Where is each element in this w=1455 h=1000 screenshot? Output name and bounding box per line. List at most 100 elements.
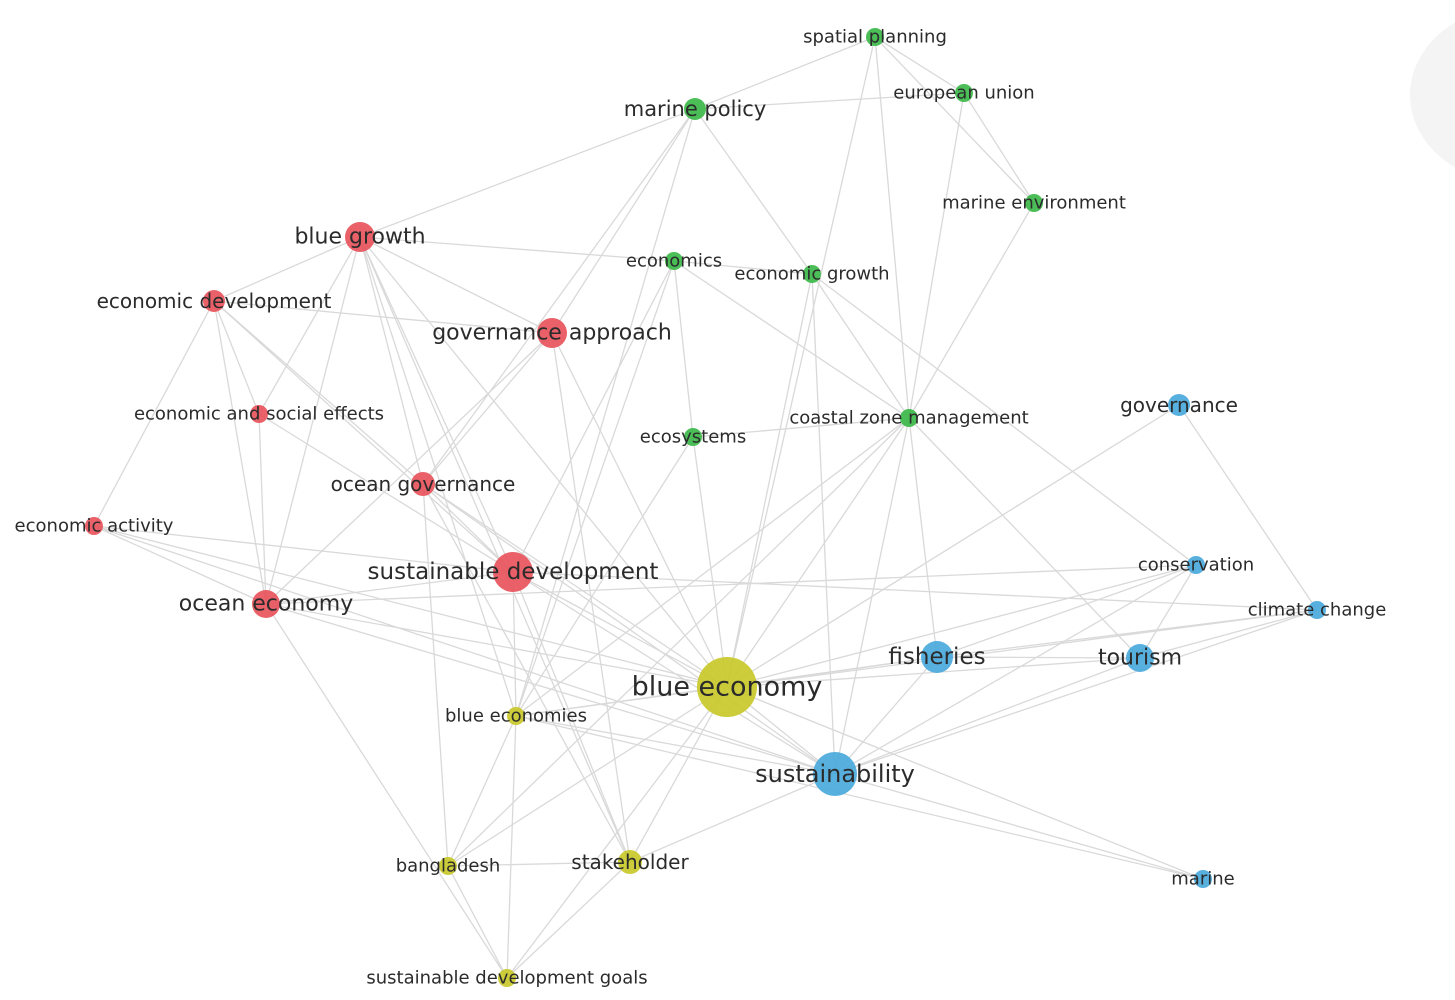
edge-marine_policy-blue_economies [515, 108, 696, 717]
edge-spatial_planning-coastal_zone_management [874, 36, 910, 419]
node-economic-development[interactable] [203, 290, 225, 312]
edge-sustainable_development-ocean_economy [265, 571, 514, 605]
node-spatial-planning[interactable] [866, 28, 884, 46]
node-economics[interactable] [665, 252, 683, 270]
node-label-marine-policy: marine policy [624, 97, 767, 121]
edge-fisheries-sustainability [834, 656, 938, 775]
edge-ocean_governance-sustainability [422, 483, 836, 775]
node-stakeholder[interactable] [618, 850, 642, 874]
node-blue-economies[interactable] [507, 707, 525, 725]
edge-blue_growth-governance_approach [359, 236, 553, 334]
edge-economic_and_social_effects-sustainable_development [258, 413, 514, 573]
edge-spatial_planning-european_union [874, 36, 965, 94]
edge-economic_development-ocean_economy [213, 300, 267, 605]
background-blob [1410, 22, 1455, 168]
edge-governance-blue_economy [726, 404, 1180, 688]
edge-spatial_planning-marine_policy [694, 36, 876, 110]
node-blue-growth[interactable] [345, 222, 375, 252]
edge-blue_economy-sustainable_development_goals [506, 686, 728, 979]
nodes-layer [85, 28, 1326, 987]
node-ocean-governance[interactable] [411, 472, 435, 496]
node-tourism[interactable] [1126, 644, 1154, 672]
edge-sustainable_development-blue_economies [512, 571, 517, 717]
edge-spatial_planning-blue_economy [726, 36, 876, 688]
node-label-economic-and-social-effects: economic and social effects [134, 404, 384, 425]
edge-marine_policy-governance_approach [551, 108, 696, 334]
node-label-conservation: conservation [1138, 555, 1254, 576]
edge-conservation-sustainability [834, 564, 1197, 775]
edge-marine_environment-coastal_zone_management [908, 202, 1035, 419]
edge-economic_activity-sustainable_development [93, 525, 514, 573]
edge-economic_growth-sustainability [811, 273, 836, 775]
node-label-climate-change: climate change [1248, 600, 1387, 621]
edge-governance_approach-stakeholder [551, 332, 631, 863]
edge-blue_growth-economic_development [213, 236, 361, 302]
edge-ocean_economy-sustainability [265, 603, 836, 775]
edge-sustainable_development-sustainability [512, 571, 836, 775]
node-economic-and-social-effects[interactable] [250, 405, 268, 423]
node-label-tourism: tourism [1098, 646, 1182, 671]
node-label-blue-economies: blue economies [445, 706, 587, 727]
edge-economic_growth-conservation [811, 273, 1197, 566]
edge-blue_growth-economics [359, 236, 675, 262]
node-label-governance-approach: governance approach [432, 321, 672, 346]
edge-bangladesh-sustainable_development_goals [447, 865, 508, 979]
edge-blue_economy-bangladesh [447, 686, 728, 867]
node-marine-policy[interactable] [684, 98, 706, 120]
node-ocean-economy[interactable] [252, 590, 280, 618]
edge-climate_change-blue_economy [726, 609, 1318, 688]
edge-blue_economies-bangladesh [447, 715, 517, 867]
node-coastal-zone-management[interactable] [900, 409, 918, 427]
edge-conservation-tourism [1139, 564, 1197, 659]
node-label-ocean-economy: ocean economy [179, 592, 353, 617]
edge-blue_growth-ocean_economy [265, 236, 361, 605]
edge-ocean_economy-conservation [265, 564, 1197, 605]
edge-economic_and_social_effects-ocean_economy [258, 413, 267, 605]
node-blue-economy[interactable] [697, 657, 757, 717]
node-conservation[interactable] [1187, 556, 1205, 574]
node-label-blue-growth: blue growth [294, 225, 425, 250]
edge-blue_economies-sustainable_development_goals [506, 715, 517, 979]
node-label-sustainability: sustainability [755, 760, 915, 788]
edge-economic_development-economic_activity [93, 300, 215, 527]
edge-sustainability-marine [834, 773, 1204, 880]
edge-conservation-blue_economy [726, 564, 1197, 688]
node-label-ecosystems: ecosystems [640, 427, 746, 448]
node-climate-change[interactable] [1308, 601, 1326, 619]
node-label-sustainable-development-goals: sustainable development goals [366, 968, 647, 989]
node-ecosystems[interactable] [684, 428, 702, 446]
node-economic-activity[interactable] [85, 517, 103, 535]
edge-blue_economy-marine [726, 686, 1204, 880]
edge-conservation-fisheries [936, 564, 1197, 658]
edge-economics-coastal_zone_management [673, 260, 910, 419]
node-governance-approach[interactable] [537, 318, 567, 348]
edge-ocean_economy-blue_economy [265, 603, 728, 688]
node-label-coastal-zone-management: coastal zone management [789, 408, 1028, 429]
node-marine[interactable] [1194, 870, 1212, 888]
node-label-blue-economy: blue economy [632, 672, 823, 703]
edge-economic_growth-blue_economy [726, 273, 813, 688]
node-marine-environment[interactable] [1025, 194, 1043, 212]
edge-economic_development-ocean_governance [213, 300, 424, 485]
node-fisheries[interactable] [921, 641, 953, 673]
edge-climate_change-sustainability [834, 609, 1318, 775]
node-label-economic-activity: economic activity [15, 516, 174, 537]
node-label-stakeholder: stakeholder [571, 850, 689, 874]
node-european-union[interactable] [955, 84, 973, 102]
edge-blue_growth-blue_economy [359, 236, 728, 688]
node-label-sustainable-development: sustainable development [368, 559, 659, 585]
edge-sustainable_development-blue_economy [512, 571, 728, 688]
node-sustainability[interactable] [813, 752, 857, 796]
edge-marine_policy-economic_growth [694, 108, 813, 275]
node-sustainable-development-goals[interactable] [498, 969, 516, 987]
edge-blue_growth-ocean_governance [359, 236, 424, 485]
edge-fisheries-tourism [936, 656, 1141, 659]
node-economic-growth[interactable] [803, 265, 821, 283]
edge-coastal_zone_management-blue_economy [726, 417, 910, 688]
node-bangladesh[interactable] [439, 857, 457, 875]
node-governance[interactable] [1168, 394, 1190, 416]
node-sustainable-development[interactable] [493, 552, 533, 592]
edge-economic_growth-coastal_zone_management [811, 273, 910, 419]
